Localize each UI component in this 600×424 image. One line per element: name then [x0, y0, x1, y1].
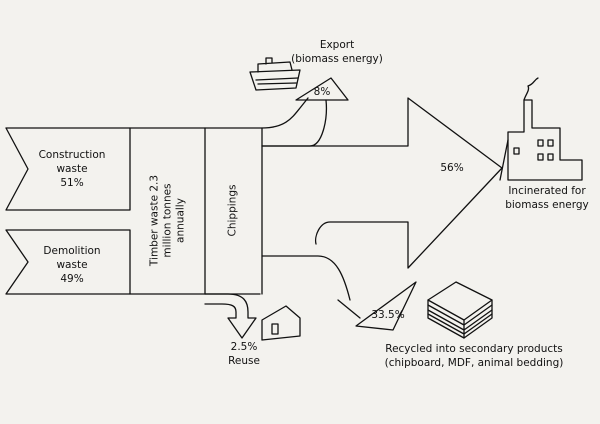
reuse-label: Reuse	[228, 355, 260, 367]
demolition-waste-label: Demolition waste 49%	[22, 244, 122, 286]
export-flow	[261, 97, 309, 129]
recycled-flow	[261, 255, 351, 301]
construction-waste-arrow	[5, 127, 131, 211]
recycled-flow-link	[337, 299, 361, 319]
recycled-label: Recycled into secondary products (chipbo…	[384, 343, 564, 369]
chipboard-stack-icon	[427, 281, 493, 339]
incinerated-label: Incinerated for biomass energy	[505, 185, 589, 211]
timber-waste-total-label: Timber waste 2.3 million tonnes annually	[148, 174, 187, 267]
export-label: Export (biomass energy)	[291, 39, 383, 65]
export-flow-inner	[261, 99, 328, 147]
demolition-waste-name: Demolition waste	[43, 245, 101, 271]
construction-waste-share: 51%	[60, 177, 84, 189]
house-icon	[261, 305, 301, 341]
factory-icon	[499, 77, 583, 181]
timber-waste-block	[129, 127, 206, 295]
demolition-waste-share: 49%	[60, 273, 84, 285]
incinerated-share: 56%	[440, 162, 464, 174]
chippings-label: Chippings	[226, 184, 239, 237]
incinerated-arrow	[261, 97, 503, 269]
construction-waste-name: Construction waste	[38, 149, 106, 175]
construction-waste-label: Construction waste 51%	[22, 148, 122, 190]
reuse-flow	[204, 293, 257, 339]
cargo-ship-icon	[249, 57, 301, 91]
reuse-share: 2.5%	[230, 341, 258, 353]
export-share: 8%	[313, 86, 331, 98]
recycled-triangle	[355, 281, 417, 331]
recycled-share: 33.5%	[371, 309, 405, 321]
export-triangle	[295, 77, 349, 101]
demolition-waste-arrow	[5, 229, 131, 295]
